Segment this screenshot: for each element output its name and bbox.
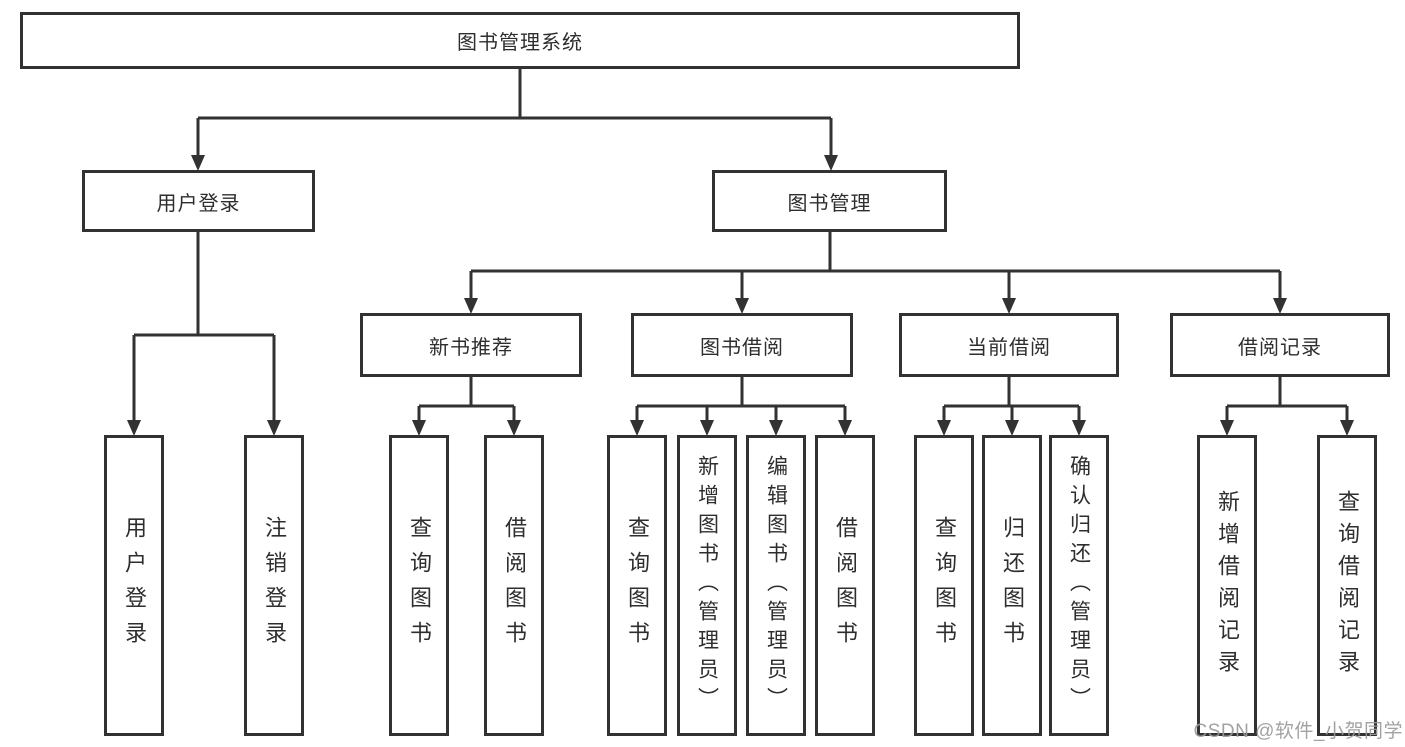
leaf-current-query-books: 查询图书 xyxy=(914,435,974,736)
leaf-current-query-books-label: 查询图书 xyxy=(932,515,957,656)
leaf-add-borrow-record: 新增借阅记录 xyxy=(1197,435,1257,736)
leaf-query-borrow-record-label: 查询借阅记录 xyxy=(1335,489,1360,682)
leaf-add-books-admin-label: 新增图书（管理员） xyxy=(695,455,719,716)
leaf-add-borrow-record-label: 新增借阅记录 xyxy=(1215,489,1240,682)
leaf-return-books: 归还图书 xyxy=(982,435,1042,736)
leaf-confirm-return-admin-label: 确认归还（管理员） xyxy=(1067,455,1091,716)
node-book-borrow-label: 图书借阅 xyxy=(700,336,784,359)
node-book-management: 图书管理 xyxy=(712,170,947,232)
leaf-borrow-query-books-label: 查询图书 xyxy=(625,515,650,656)
leaf-confirm-return-admin: 确认归还（管理员） xyxy=(1049,435,1109,736)
leaf-borrow-books-label: 借阅图书 xyxy=(833,515,858,656)
node-new-book-recommend-label: 新书推荐 xyxy=(429,336,513,359)
leaf-recommend-query-books: 查询图书 xyxy=(389,435,449,736)
leaf-borrow-query-books: 查询图书 xyxy=(607,435,667,736)
leaf-user-login: 用户登录 xyxy=(104,435,164,736)
node-new-book-recommend: 新书推荐 xyxy=(360,313,582,377)
leaf-edit-books-admin: 编辑图书（管理员） xyxy=(746,435,806,736)
leaf-recommend-query-books-label: 查询图书 xyxy=(407,515,432,656)
leaf-recommend-borrow-books: 借阅图书 xyxy=(484,435,544,736)
leaf-logout-label: 注销登录 xyxy=(262,515,287,656)
node-book-management-label: 图书管理 xyxy=(787,192,872,215)
node-current-borrow: 当前借阅 xyxy=(899,313,1119,377)
node-user-login-label: 用户登录 xyxy=(156,192,241,215)
leaf-edit-books-admin-label: 编辑图书（管理员） xyxy=(764,455,788,716)
node-book-borrow: 图书借阅 xyxy=(631,313,853,377)
leaf-recommend-borrow-books-label: 借阅图书 xyxy=(502,515,527,656)
leaf-borrow-books: 借阅图书 xyxy=(815,435,875,736)
node-current-borrow-label: 当前借阅 xyxy=(967,336,1051,359)
node-borrow-records: 借阅记录 xyxy=(1170,313,1390,377)
leaf-query-borrow-record: 查询借阅记录 xyxy=(1317,435,1377,736)
node-user-login: 用户登录 xyxy=(82,170,315,232)
leaf-user-login-label: 用户登录 xyxy=(122,515,147,656)
node-borrow-records-label: 借阅记录 xyxy=(1238,336,1322,359)
leaf-add-books-admin: 新增图书（管理员） xyxy=(677,435,737,736)
watermark: CSDN @软件_小贺同学 xyxy=(1193,721,1403,742)
node-library-system-label: 图书管理系统 xyxy=(457,32,583,54)
node-library-system: 图书管理系统 xyxy=(20,12,1020,69)
leaf-return-books-label: 归还图书 xyxy=(1000,515,1025,656)
leaf-logout: 注销登录 xyxy=(244,435,304,736)
